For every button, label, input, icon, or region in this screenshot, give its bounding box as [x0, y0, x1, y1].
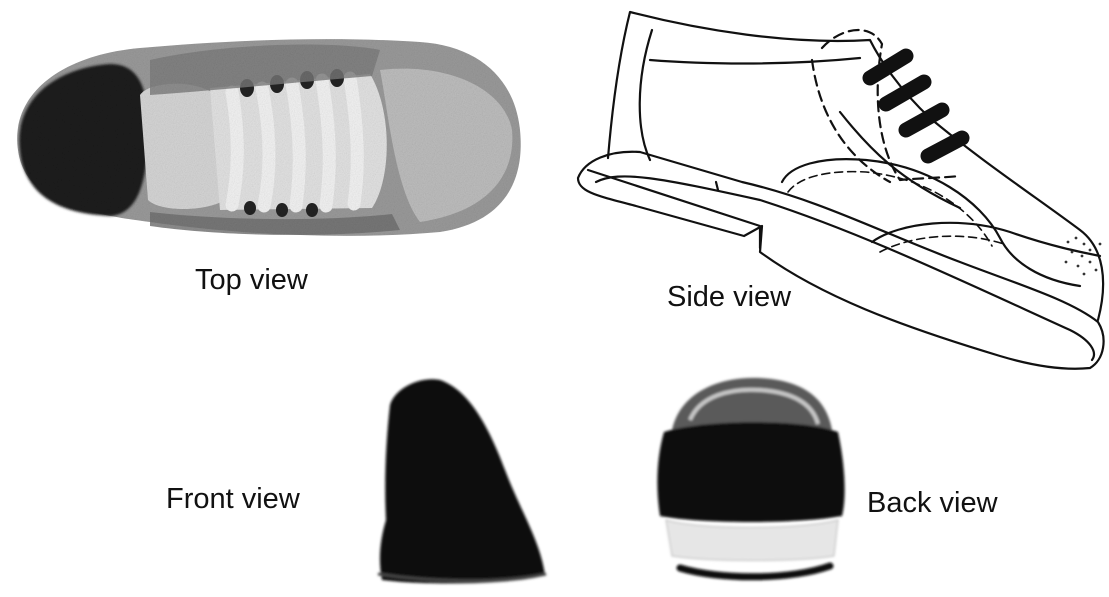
top-view-heel — [19, 64, 148, 216]
top-view-shoe-image — [17, 39, 521, 236]
front-view-label: Front view — [166, 485, 300, 514]
side-view-quarter — [650, 58, 860, 64]
side-view-label: Side view — [667, 283, 791, 312]
side-view-lace — [906, 110, 942, 130]
back-view-outsole — [680, 566, 830, 577]
back-view-collar — [672, 378, 832, 430]
top-view-label: Top view — [195, 266, 308, 295]
back-view-midsole — [666, 520, 838, 561]
back-view-shoe-image — [657, 378, 844, 577]
back-view-label: Back view — [867, 489, 998, 518]
side-view-lace — [928, 138, 962, 156]
front-view-shoe-image — [378, 379, 546, 583]
side-view-sole-edge — [596, 176, 1094, 360]
side-view-sole — [578, 152, 1104, 369]
side-view-heel-mark — [716, 182, 718, 190]
side-view-heel-counter — [640, 30, 652, 160]
back-view-heel — [657, 422, 844, 522]
side-view-lace — [886, 82, 924, 104]
front-view-silhouette — [380, 379, 545, 583]
side-view-shoe-drawing — [578, 12, 1104, 369]
side-view-lace — [870, 56, 906, 78]
